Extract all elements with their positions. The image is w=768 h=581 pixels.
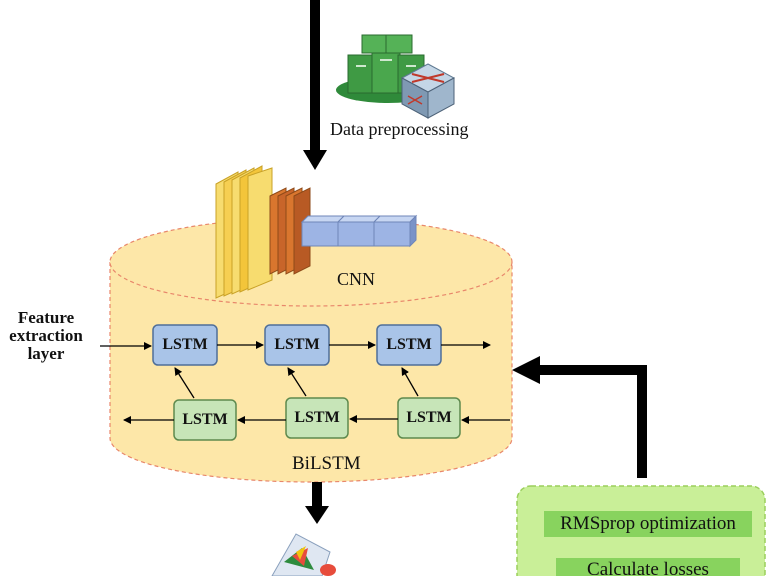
lstm-backward-row: [123, 367, 510, 441]
lstm-box-backward-3: [397, 397, 461, 439]
calculate-losses-label: Calculate losses: [587, 559, 709, 580]
cnn-feature-maps-icon: [215, 165, 418, 299]
lstm-label-backward-1: LSTM: [182, 411, 228, 428]
rmsprop-optimization-label: RMSprop optimization: [560, 513, 736, 534]
cnn-label: CNN: [337, 269, 376, 289]
feedback-arrow: [512, 356, 647, 478]
lstm-label-forward-1: LSTM: [162, 336, 208, 353]
lstm-label-backward-2: LSTM: [294, 409, 340, 426]
optimization-panel: [516, 485, 766, 576]
network-router-icon: [400, 63, 456, 119]
feature-extraction-line-1: Feature: [17, 308, 75, 327]
lstm-box-backward-2: [285, 397, 349, 439]
output-chart-icon: [271, 533, 336, 576]
bilstm-label: BiLSTM: [292, 453, 361, 474]
feature-extraction-line-3: layer: [27, 344, 65, 363]
lstm-forward-row: [100, 324, 491, 366]
output-arrow: [305, 482, 329, 524]
data-preprocessing-label: Data preprocessing: [330, 119, 469, 139]
lstm-label-forward-3: LSTM: [386, 336, 432, 353]
lstm-label-forward-2: LSTM: [274, 336, 320, 353]
input-arrow: [303, 0, 327, 170]
feature-extraction-line-2: extraction: [9, 326, 83, 345]
feature-extraction-label: Feature extraction layer: [0, 309, 92, 363]
lstm-label-backward-3: LSTM: [406, 409, 452, 426]
